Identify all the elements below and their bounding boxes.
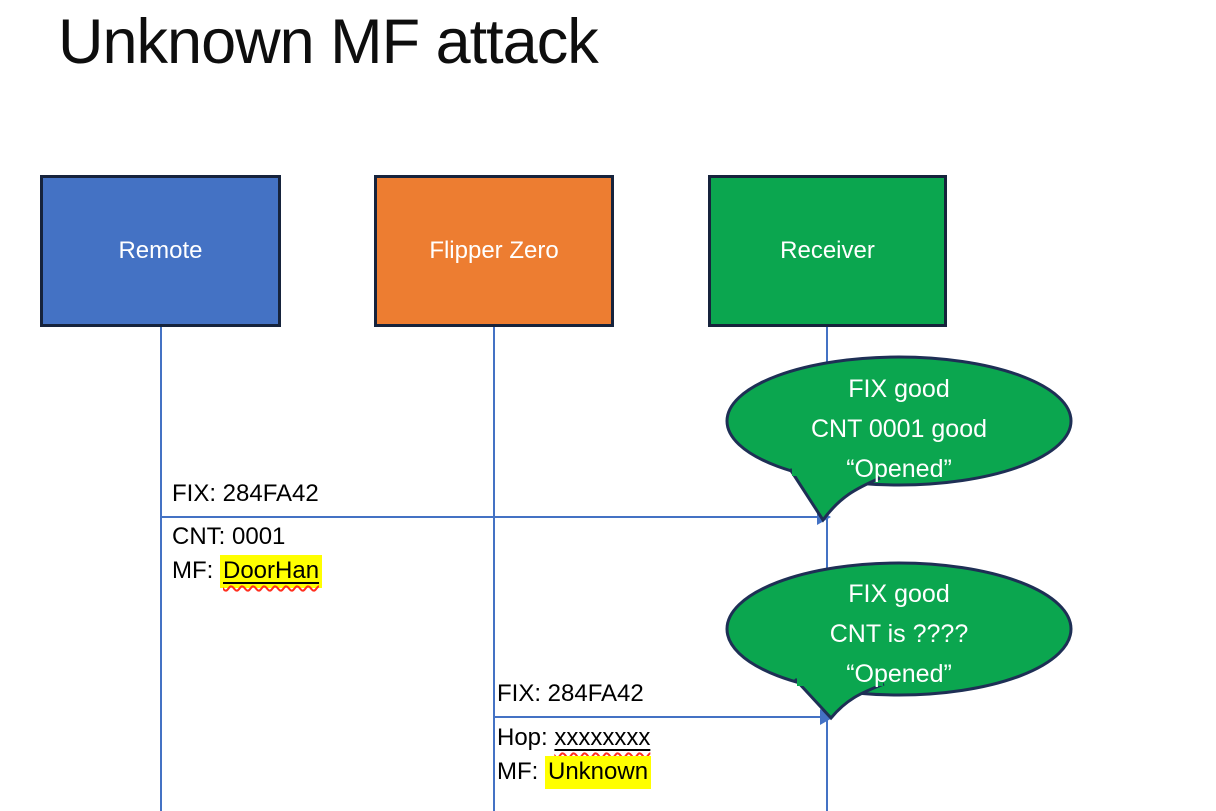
bubble-line: “Opened” [846, 455, 952, 483]
highlighted-mf-value: Unknown [545, 756, 652, 789]
page-title: Unknown MF attack [58, 7, 599, 77]
speech-bubble-2-text: FIX good CNT is ???? “Opened” [727, 574, 1071, 694]
speech-bubble-1 [725, 355, 1073, 523]
actor-box-flipper-zero: Flipper Zero [374, 175, 614, 327]
message-arrow-remote-to-receiver [161, 516, 817, 518]
message-1-labels: FIX: 284FA42 CNT: 0001 MF: DoorHan [172, 477, 323, 588]
actor-label-receiver: Receiver [780, 237, 875, 264]
message-2-hop: Hop: xxxxxxxx [497, 724, 651, 751]
bubble-line: “Opened” [846, 660, 952, 688]
speech-bubble-1-text: FIX good CNT 0001 good “Opened” [727, 369, 1071, 489]
bubble-line: FIX good [848, 375, 950, 403]
lifeline-flipper-zero [493, 327, 495, 811]
message-1-mf: MF: DoorHan [172, 554, 323, 588]
message-arrow-flipper-to-receiver [494, 716, 820, 718]
message-2-labels: FIX: 284FA42 Hop: xxxxxxxx MF: Unknown [497, 677, 652, 789]
speech-bubble-2 [725, 561, 1073, 721]
message-1-cnt: CNT: 0001 [172, 523, 286, 550]
highlighted-mf-value: DoorHan [220, 555, 323, 588]
lifeline-remote [160, 327, 162, 811]
bubble-line: CNT 0001 good [810, 415, 988, 443]
bubble-line: CNT is ???? [829, 620, 969, 648]
message-2-mf: MF: Unknown [497, 755, 652, 789]
actor-label-remote: Remote [118, 237, 203, 264]
message-1-fix: FIX: 284FA42 [172, 480, 319, 507]
actor-label-flipper-zero: Flipper Zero [429, 237, 559, 264]
actor-box-remote: Remote [40, 175, 281, 327]
message-2-fix: FIX: 284FA42 [497, 680, 644, 707]
actor-box-receiver: Receiver [708, 175, 947, 327]
bubble-line: FIX good [848, 580, 950, 608]
squiggle-hop-value: xxxxxxxx [554, 724, 651, 751]
